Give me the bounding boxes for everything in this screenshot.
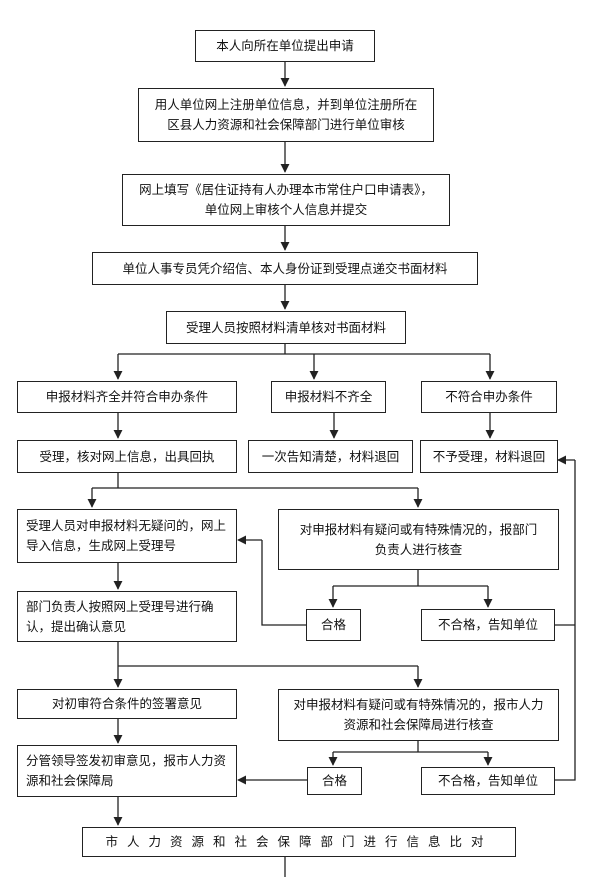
node-initial-review: 对初审符合条件的签署意见 — [17, 689, 237, 719]
node-qualified-1: 合格 — [306, 609, 361, 641]
return-qualified-line — [261, 540, 306, 626]
node-qualified-2: 合格 — [307, 767, 362, 795]
node-apply: 本人向所在单位提出申请 — [195, 30, 375, 62]
node-reject-return: 不予受理，材料退回 — [420, 440, 558, 473]
node-not-qualified: 不符合申办条件 — [421, 381, 557, 413]
node-accept-receipt: 受理，核对网上信息，出具回执 — [17, 440, 237, 473]
node-materials-incomplete: 申报材料不齐全 — [271, 381, 386, 413]
node-dept-confirm: 部门负责人按照网上受理号进行确认，提出确认意见 — [17, 591, 237, 642]
node-online-form: 网上填写《居住证持有人办理本市常住户口申请表》，单位网上审核个人信息并提交 — [122, 174, 450, 226]
node-submit-materials: 单位人事专员凭介绍信、本人身份证到受理点递交书面材料 — [92, 252, 478, 285]
loop-vertical — [555, 460, 576, 781]
node-leader-approve: 分管领导签发初审意见，报市人力资源和社会保障局 — [17, 745, 237, 797]
node-unit-registration: 用人单位网上注册单位信息，并到单位注册所在区县人力资源和社会保障部门进行单位审核 — [138, 88, 434, 142]
node-dept-verify: 对申报材料有疑问或有特殊情况的，报部门负责人进行核查 — [278, 509, 559, 570]
node-unqualified-1: 不合格，告知单位 — [421, 609, 555, 641]
node-city-verify: 对申报材料有疑问或有特殊情况的，报市人力资源和社会保障局进行核查 — [278, 689, 559, 741]
node-return-incomplete: 一次告知清楚，材料退回 — [248, 440, 413, 473]
node-import-info: 受理人员对申报材料无疑问的，网上导入信息，生成网上受理号 — [17, 509, 237, 563]
node-unqualified-2: 不合格，告知单位 — [421, 767, 555, 795]
node-info-compare: 市人力资源和社会保障部门进行信息比对 — [82, 827, 516, 857]
node-check-materials: 受理人员按照材料清单核对书面材料 — [166, 311, 406, 344]
node-materials-complete: 申报材料齐全并符合申办条件 — [17, 381, 237, 413]
